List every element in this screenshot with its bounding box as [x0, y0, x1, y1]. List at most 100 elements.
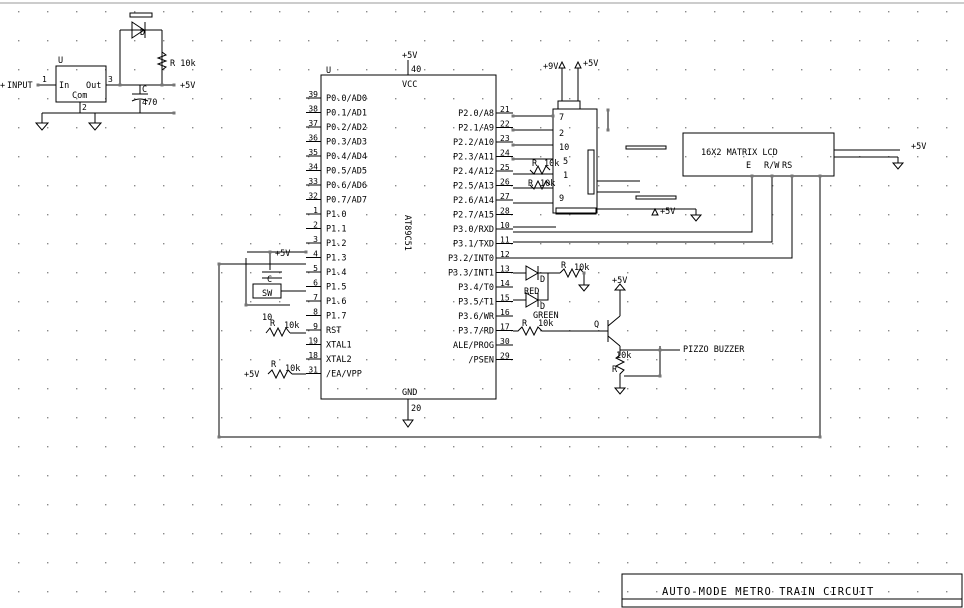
junction-dot — [172, 83, 176, 87]
input-label: INPUT — [7, 81, 33, 91]
junction-dot — [770, 174, 774, 178]
grid-dot — [830, 40, 832, 42]
grid-dot — [105, 272, 107, 274]
grid-dot — [743, 446, 745, 448]
grid-dot — [656, 272, 658, 274]
grid-dot — [859, 330, 861, 332]
junction-dot — [511, 157, 515, 161]
buzzer-base-resistor — [513, 325, 608, 337]
grid-dot — [221, 98, 223, 100]
grid-dot — [163, 272, 165, 274]
grid-dot — [192, 475, 194, 477]
mcu-pin-name: P1.2 — [326, 239, 346, 249]
grid-dot — [192, 330, 194, 332]
mcu-pin-number: 18 — [308, 351, 318, 360]
grid-dot — [279, 504, 281, 506]
grid-dot — [366, 504, 368, 506]
grid-dot — [134, 591, 136, 593]
grid-dot — [482, 562, 484, 564]
grid-dot — [511, 562, 513, 564]
lcd-name: 16X2 MATRIX LCD — [701, 148, 778, 158]
resistor-zigzag — [529, 164, 551, 176]
grid-dot — [598, 301, 600, 303]
grid-dot — [453, 127, 455, 129]
display-chip[interactable]: +9V +5V 7 2 10 5 1 9 R 10k R 10k +5V — [513, 59, 703, 222]
grid-dot — [801, 475, 803, 477]
grid-dot — [946, 504, 948, 506]
grid-dot — [250, 446, 252, 448]
grid-dot — [308, 243, 310, 245]
grid-dot — [395, 504, 397, 506]
voltage-regulator[interactable]: U In Out Com 1 2 3 + INPUT +5V R 10k D C… — [0, 12, 196, 131]
grid-dot — [76, 98, 78, 100]
grid-dot — [627, 446, 629, 448]
grid-dot — [685, 504, 687, 506]
grid-dot — [859, 446, 861, 448]
led-d1: D — [540, 275, 545, 285]
grid-dot — [482, 504, 484, 506]
grid-dot — [772, 301, 774, 303]
grid-dot — [714, 591, 716, 593]
grid-dot — [134, 446, 136, 448]
grid-dot — [743, 11, 745, 13]
grid-dot — [279, 243, 281, 245]
reset-circuit[interactable]: +5V C SW 10 R 10k — [245, 249, 306, 338]
grid-dot — [743, 504, 745, 506]
grid-dot — [424, 11, 426, 13]
grid-dot — [134, 417, 136, 419]
mcu-pin-number: 19 — [308, 337, 318, 346]
grid-dot — [743, 98, 745, 100]
title-block-text: AUTO-MODE METRO TRAIN CIRCUIT — [662, 586, 874, 598]
regulator-ref: U — [58, 56, 63, 66]
grid-dot — [743, 417, 745, 419]
grid-dot — [859, 591, 861, 593]
ea-pullup[interactable]: +5V R 10k — [244, 360, 306, 380]
grid-dot — [598, 127, 600, 129]
grid-dot — [163, 446, 165, 448]
grid-dot — [279, 156, 281, 158]
grid-dot — [134, 388, 136, 390]
grid-dot — [801, 388, 803, 390]
mcu-pin-name: P2.0/A8 — [458, 109, 494, 119]
grid-dot — [395, 330, 397, 332]
mcu-pin-number: 9 — [313, 322, 318, 331]
grid-dot — [772, 127, 774, 129]
mcu-pin-number: 35 — [308, 148, 318, 157]
grid-dot — [569, 591, 571, 593]
grid-dot — [627, 301, 629, 303]
emitter-wire — [619, 346, 660, 351]
grid-dot — [192, 359, 194, 361]
grid-dot — [337, 504, 339, 506]
grid-dot — [366, 533, 368, 535]
grid-dot — [482, 591, 484, 593]
grid-dot — [830, 98, 832, 100]
grid-dot — [598, 533, 600, 535]
grid-dot — [105, 156, 107, 158]
grid-dot — [917, 533, 919, 535]
grid-dot — [859, 243, 861, 245]
grid-dot — [337, 446, 339, 448]
grid-dot — [714, 417, 716, 419]
ea-supply-label: +5V — [244, 370, 259, 380]
resistor-label: R 10k — [170, 59, 196, 69]
grid-dot — [801, 504, 803, 506]
grid-dot — [830, 185, 832, 187]
grid-dot — [279, 388, 281, 390]
mcu-pin-name: P0.4/AD4 — [326, 152, 367, 162]
grid-dot — [946, 301, 948, 303]
grid-dot — [250, 98, 252, 100]
grid-dot — [859, 127, 861, 129]
led-indicators[interactable]: D D RED GREEN R 10k — [513, 261, 591, 321]
mcu-pin-name: P0.0/AD0 — [326, 94, 367, 104]
grid-dot — [395, 591, 397, 593]
grid-dot — [250, 591, 252, 593]
grid-dot — [395, 446, 397, 448]
grid-dot — [772, 591, 774, 593]
grid-dot — [192, 417, 194, 419]
display-chip-footer — [555, 207, 597, 215]
grid-dot — [424, 591, 426, 593]
chip-pin-5: 5 — [563, 157, 568, 167]
grid-dot — [714, 98, 716, 100]
